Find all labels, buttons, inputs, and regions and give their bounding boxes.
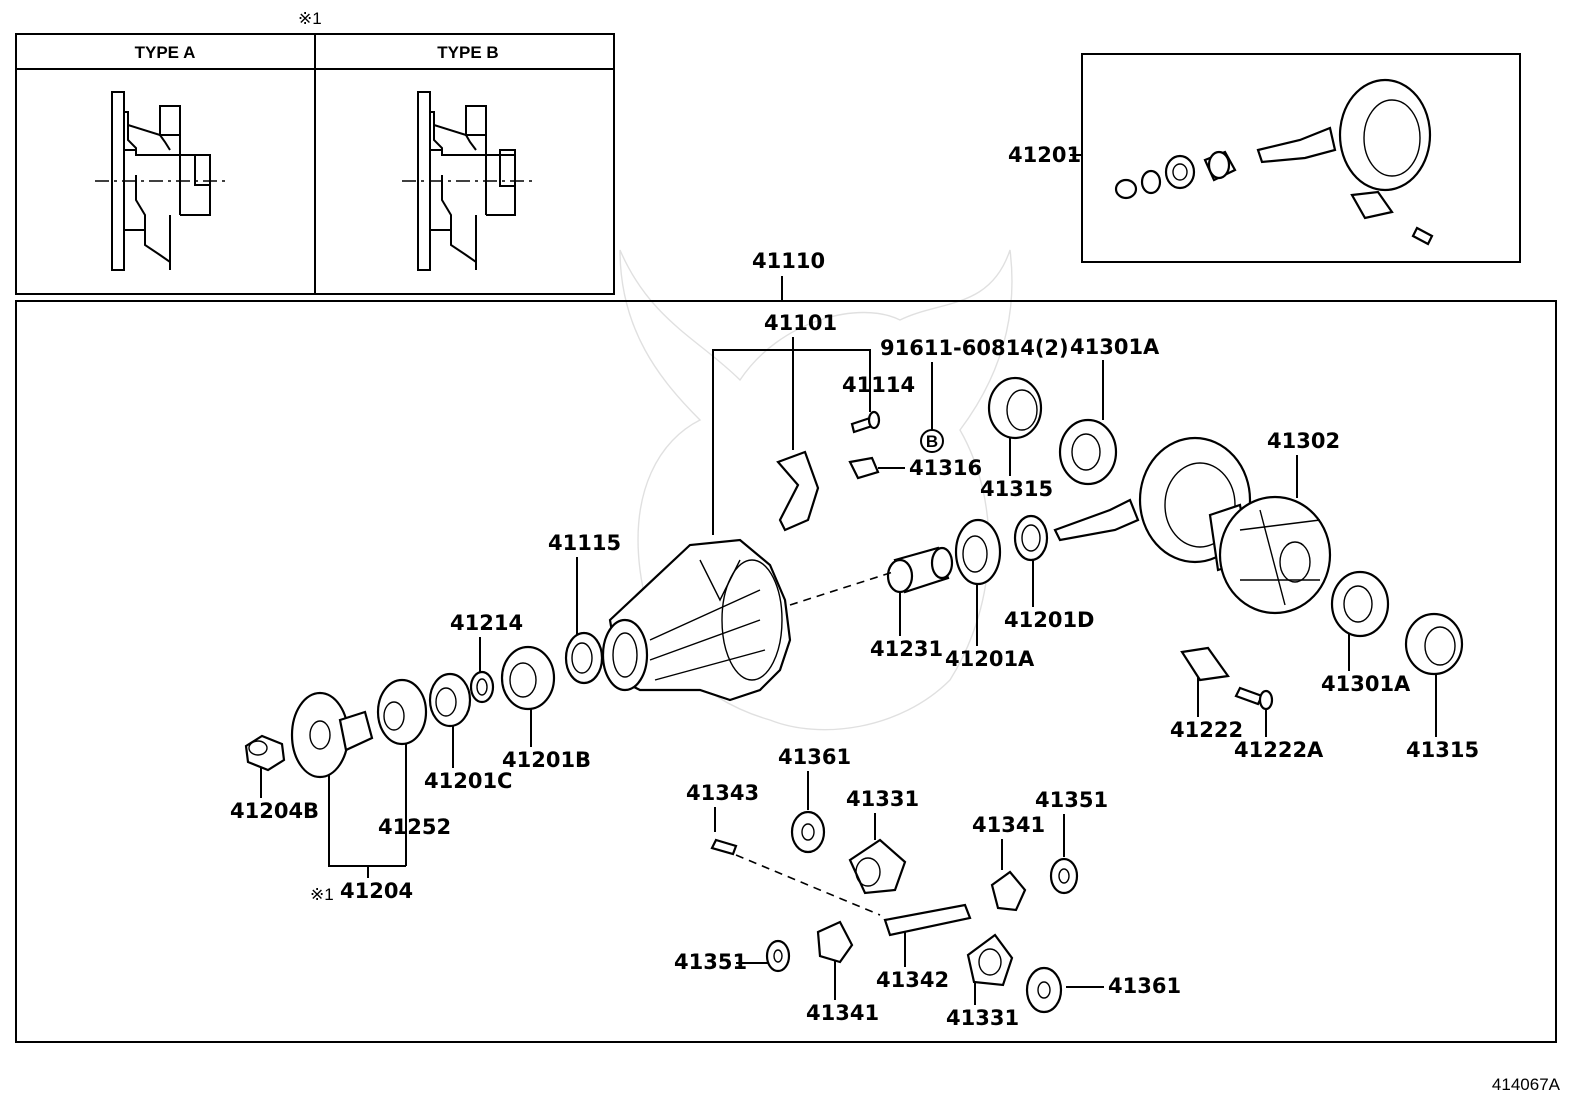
deflector-41252 (376, 678, 428, 746)
label-41315-bottom: 41315 (1406, 738, 1479, 762)
bearing-41301a-bottom (1330, 570, 1390, 638)
bearing-41201c (428, 672, 472, 728)
label-41315-top: 41315 (980, 477, 1053, 501)
pinion-shaft (1256, 126, 1337, 164)
label-41351-bottom: 41351 (674, 950, 747, 974)
bolt-41222a (1234, 686, 1264, 706)
label-41316: 41316 (909, 456, 982, 480)
label-41331-bottom: 41331 (946, 1006, 1019, 1030)
label-91611-60814: 91611-60814(2) (880, 336, 1069, 360)
adjusting-nut-41315-bottom (1404, 612, 1464, 676)
bearing-41301a-top (1058, 418, 1118, 486)
label-41201c: 41201C (424, 769, 512, 793)
side-gear-41331-bottom (966, 933, 1014, 987)
figure-code: 414067A (1492, 1075, 1561, 1094)
label-b: B (926, 432, 938, 451)
carrier-housing-41110 (601, 538, 792, 702)
nut-41204b (244, 734, 286, 772)
label-41331-top: 41331 (846, 787, 919, 811)
label-41301a-bottom: 41301A (1321, 672, 1411, 696)
type-b-header: TYPE B (437, 43, 498, 62)
diff-case-41302 (1208, 495, 1332, 615)
oil-seal-41115 (564, 631, 604, 685)
nut-small (1114, 178, 1138, 200)
label-41201b: 41201B (502, 748, 591, 772)
spacer-41214 (469, 670, 495, 704)
gear-set-inset: 41201 (1008, 53, 1521, 263)
pin-41343 (710, 838, 738, 856)
label-41301a-top: 41301A (1070, 335, 1160, 359)
label-41343: 41343 (686, 781, 759, 805)
bearing-cap-41101 (776, 450, 820, 532)
label-41231: 41231 (870, 637, 943, 661)
adjusting-nut-41315-top (987, 376, 1043, 440)
label-41101: 41101 (764, 311, 837, 335)
bearing-41201a (954, 518, 1002, 586)
thrust-washer-41361-bottom (1025, 966, 1063, 1014)
label-41222: 41222 (1170, 718, 1243, 742)
type-a-flange-drawing (95, 91, 230, 271)
label-41204-mark: ※1 (310, 885, 334, 904)
type-a-header: TYPE A (135, 43, 196, 62)
main-frame (15, 300, 1557, 1043)
ring-41201d (1013, 514, 1049, 562)
label-41201a: 41201A (945, 647, 1035, 671)
label-41361-bottom: 41361 (1108, 974, 1181, 998)
label-41361-top: 41361 (778, 745, 851, 769)
companion-flange-41204 (290, 691, 374, 779)
ring-gear-small (1338, 78, 1432, 192)
side-gear-41331-top (848, 838, 907, 895)
thrust-washer-41351-bottom (765, 939, 791, 973)
label-41351-top: 41351 (1035, 788, 1108, 812)
pinion-gear-41341-bottom (816, 920, 854, 964)
label-41341-top: 41341 (972, 813, 1045, 837)
label-41115: 41115 (548, 531, 621, 555)
label-41252: 41252 (378, 815, 451, 839)
thrust-washer-41351-top (1049, 857, 1079, 895)
inset-note-mark: ※1 (298, 9, 322, 28)
bearing-small (1164, 154, 1196, 190)
thrust-washer-41361-top (790, 810, 826, 854)
type-b-flange-drawing (402, 91, 536, 271)
pinion-gear-41341-top (990, 870, 1027, 912)
bearing-41201b (500, 645, 556, 711)
label-41110: 41110 (752, 249, 825, 273)
label-41342: 41342 (876, 968, 949, 992)
callouts: 41101 41114 91611-60814(2) B 41301A 4131… (230, 311, 1479, 1030)
lock-plate-small (1350, 190, 1394, 220)
pinion-shaft-41342 (883, 903, 972, 937)
label-41214: 41214 (450, 611, 523, 635)
parts (244, 376, 1464, 1014)
label-41201d: 41201D (1004, 608, 1095, 632)
label-41204b: 41204B (230, 799, 319, 823)
lock-plate-41222 (1180, 646, 1230, 682)
lock-41316 (848, 456, 880, 480)
label-41114: 41114 (842, 373, 915, 397)
bolt-small (1411, 226, 1434, 246)
label-41341-bottom: 41341 (806, 1001, 879, 1025)
label-41302: 41302 (1267, 429, 1340, 453)
label-41222a: 41222A (1234, 738, 1324, 762)
spacer-41231 (886, 546, 954, 594)
label-41201: 41201 (1008, 143, 1081, 167)
type-inset: ※1 TYPE A TYPE B (15, 9, 615, 295)
label-41204: 41204 (340, 879, 413, 903)
gear-set-frame (1081, 53, 1521, 263)
